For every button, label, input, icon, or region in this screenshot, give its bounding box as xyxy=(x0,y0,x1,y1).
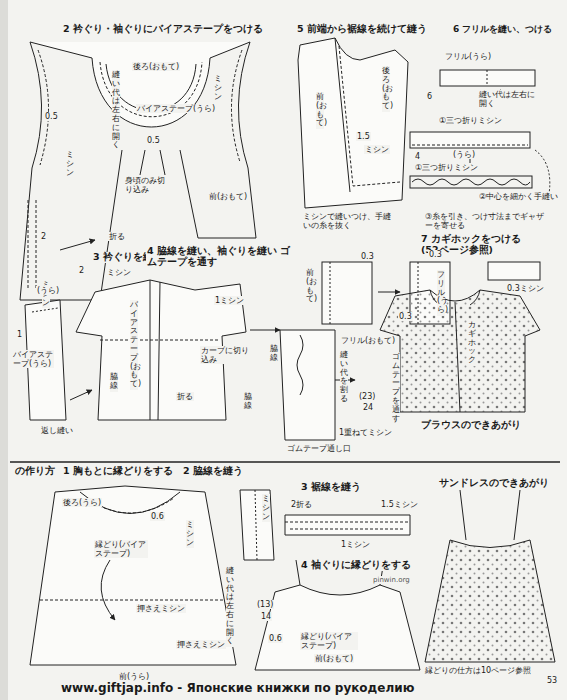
annotation: ①三つ折りミシン xyxy=(414,163,479,172)
annotation: 縁どりの仕方は10ページ参照 xyxy=(424,666,532,675)
dress-outline xyxy=(30,486,236,665)
annotation: 前(おもて) xyxy=(306,268,314,305)
finished-blouse xyxy=(380,290,540,412)
dimension-number: 0.5 xyxy=(44,112,59,121)
dimension-number: 0.6 xyxy=(150,512,165,521)
annotation: 0.3ミシン xyxy=(506,284,545,293)
annotation: カギホック xyxy=(468,320,476,366)
step-heading: 2 脇線を縫う xyxy=(182,466,244,477)
annotation: ミシン xyxy=(364,145,390,154)
annotation: 1.5ミシン xyxy=(380,500,419,509)
annotation: 脇線 xyxy=(244,392,252,412)
annotation: ③糸を引き、つけ寸法までギャザーを寄せる xyxy=(424,212,546,230)
annotation: ミシンで縫いつけ、手縫いの糸を抜く xyxy=(302,212,396,230)
step-heading: 6 フリルを縫い、つける xyxy=(452,24,553,34)
annotation: 後ろ(うら) xyxy=(62,498,102,507)
annotation: ゴムテープを通す xyxy=(392,352,400,424)
vest-outline xyxy=(298,38,408,208)
dimension-number: 6 xyxy=(426,92,433,101)
annotation: 後ろ(おもて) xyxy=(382,66,390,112)
annotation: ゴムテープ通し口 xyxy=(286,444,352,453)
annotation: 後ろ(おもて) xyxy=(132,62,180,71)
step-heading: 3 裾線を縫う xyxy=(300,482,362,493)
annotation: 2折る xyxy=(290,500,313,509)
annotation: 脇線 xyxy=(110,372,118,392)
annotation: ミシン xyxy=(262,494,270,522)
annotation: ①三つ折りミシン xyxy=(438,116,503,125)
dimension-number: 14 xyxy=(260,612,272,621)
step-heading: ブラウスのできあがり xyxy=(420,420,522,431)
step-heading: 2 衿ぐり・袖ぐりにバイアステープをつける xyxy=(62,24,264,35)
annotation: 1重ねてミシン xyxy=(338,428,393,437)
sundress xyxy=(425,540,555,662)
annotation: 1ミシン xyxy=(340,540,371,549)
annotation: 1ミシン xyxy=(214,296,245,305)
annotation: 押さえミシン xyxy=(176,640,226,649)
annotation: 縁どり(バイアステープ) xyxy=(300,632,358,650)
watermark: pinwin.org xyxy=(372,576,411,584)
annotation: ミシン xyxy=(66,150,74,178)
annotation: (うら) xyxy=(452,150,476,159)
annotation: フリル(うら) xyxy=(437,270,445,316)
annotation: フリル(うら) xyxy=(444,52,492,61)
dimension-number: (23) xyxy=(358,392,376,401)
dimension-number: 0.5 xyxy=(146,136,161,145)
dimension-number: 2 xyxy=(40,232,47,241)
step-heading: 4 脇線を縫い、袖ぐりを縫い ゴムテープを通す xyxy=(146,246,298,268)
annotation: 脇線 xyxy=(270,344,278,364)
annotation: 前(うら) xyxy=(118,672,150,681)
annotation: ミシン xyxy=(106,268,132,277)
annotation: フリル(おもて) xyxy=(340,336,396,345)
annotation: 縫い代は左右に開く xyxy=(226,566,234,647)
annotation: 前(おもて) xyxy=(208,192,248,201)
dimension-number: (13) xyxy=(256,600,274,609)
dimension-number: 0.6 xyxy=(268,634,283,643)
annotation: 折る xyxy=(108,232,126,241)
dimension-number: 0.3 xyxy=(398,312,413,321)
annotation: ②中心を細かく手縫い xyxy=(478,192,559,201)
annotation: 身頃のみ切り込み xyxy=(124,176,168,194)
dimension-number: 1.5 xyxy=(356,132,371,141)
dimension-number: 0.3 xyxy=(428,250,443,259)
dimension-number: 53 xyxy=(546,676,558,685)
annotation: カーブに切り込み xyxy=(200,346,252,364)
annotation: 押さえミシン xyxy=(136,604,186,613)
annotation: バイアステープ(おもて) xyxy=(130,300,138,390)
watermark: www.giftjap.info - Японские книжки по ру… xyxy=(60,682,415,696)
dimension-number: 1 xyxy=(16,330,23,339)
annotation: ミシン xyxy=(214,74,222,102)
step-heading: 4 袖ぐりに縁どりをする xyxy=(300,560,412,571)
step-heading: 1 胸もとに縁どりをする xyxy=(62,466,174,477)
step-heading: 5 前端から裾線を続けて縫う xyxy=(296,24,428,35)
annotation: 折る xyxy=(176,392,194,401)
annotation: 前(おもて) xyxy=(316,92,324,129)
dimension-number: 0.3 xyxy=(360,252,375,261)
annotation: 縫い代は左右に開く xyxy=(112,70,120,151)
step-heading: の作り方 xyxy=(14,466,56,477)
dimension-number: 2 xyxy=(78,266,85,275)
annotation: バイアステープ(うら) xyxy=(136,104,216,113)
annotation: 前(おもて) xyxy=(314,654,354,663)
annotation: 返し縫い xyxy=(40,426,74,435)
annotation: 縫い代は左右に開く xyxy=(478,90,536,108)
dimension-number: 24 xyxy=(362,403,374,412)
annotation: (うら) xyxy=(36,286,60,295)
bodice-outline xyxy=(30,42,250,127)
annotation: 縁どり(バイアステープ) xyxy=(94,540,148,558)
annotation: ミシン xyxy=(186,520,194,548)
step-heading: サンドレスのできあがり xyxy=(438,478,550,489)
annotation: 縫い代を割る xyxy=(340,350,348,405)
dimension-number: 4 xyxy=(414,152,421,161)
annotation: バイアステープ(うら) xyxy=(12,350,54,368)
